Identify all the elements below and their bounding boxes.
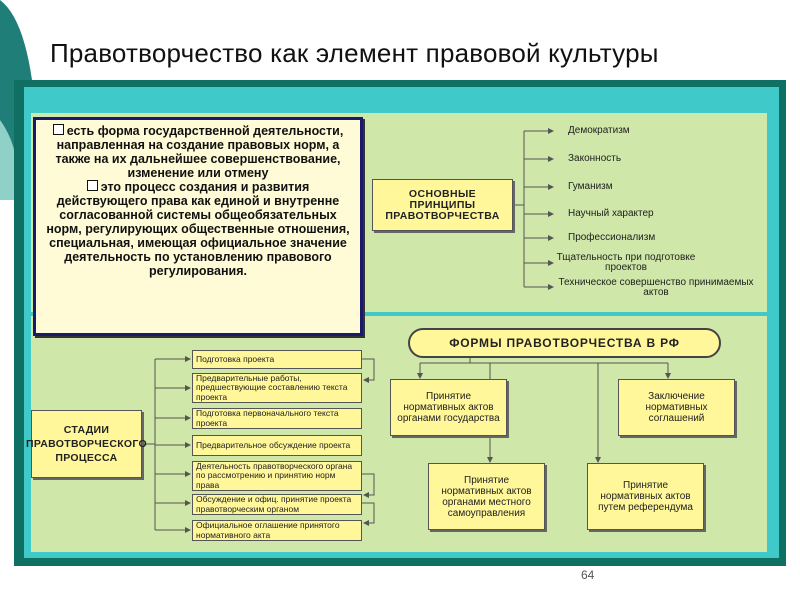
definition-item: есть форма государственной деятельности,…: [42, 124, 354, 180]
principle-item: Научный характер: [568, 208, 654, 219]
form-item: Заключение нормативных соглашений: [618, 379, 735, 436]
principles-header: ОСНОВНЫЕ ПРИНЦИПЫ ПРАВОТВОРЧЕСТВА: [372, 179, 513, 231]
principle-item: Гуманизм: [568, 181, 613, 192]
principle-item: Профессионализм: [568, 232, 656, 243]
page-number: 64: [581, 568, 595, 582]
stage-item: Предварительные работы, предшествующие с…: [192, 373, 362, 403]
checkbox-bullet-icon: [86, 180, 98, 191]
definition-item: это процесс создания и развития действую…: [46, 180, 350, 278]
principle-item: Законность: [568, 153, 622, 164]
stage-item: Обсуждение и офиц. принятие проекта прав…: [192, 494, 362, 515]
principle-item: Тщательность при подготовке проектов: [556, 252, 696, 273]
page-title: Правотворчество как элемент правовой кул…: [50, 38, 659, 68]
stage-item: Официальное оглашение принятого норматив…: [192, 520, 362, 541]
principle-item: Демократизм: [568, 125, 630, 136]
stage-item: Подготовка первоначального текста проект…: [192, 408, 362, 429]
stage-item: Подготовка проекта: [192, 350, 362, 369]
principle-item: Техническое совершенство принимаемых акт…: [558, 277, 754, 298]
form-item: Принятие нормативных актов органами мест…: [428, 463, 545, 530]
stage-item: Деятельность правотворческого органа по …: [192, 461, 362, 491]
stages-header: СТАДИИ ПРАВОТВОРЧЕСКОГО ПРОЦЕССА: [26, 410, 147, 478]
form-item: Принятие нормативных актов органами госу…: [390, 379, 507, 436]
form-item: Принятие нормативных актов путем референ…: [587, 463, 704, 530]
checkbox-bullet-icon: [52, 124, 64, 135]
forms-header: ФОРМЫ ПРАВОТВОРЧЕСТВА В РФ: [408, 328, 721, 358]
stage-item: Предварительное обсуждение проекта: [192, 435, 362, 456]
definition-box: есть форма государственной деятельности,…: [33, 117, 363, 336]
